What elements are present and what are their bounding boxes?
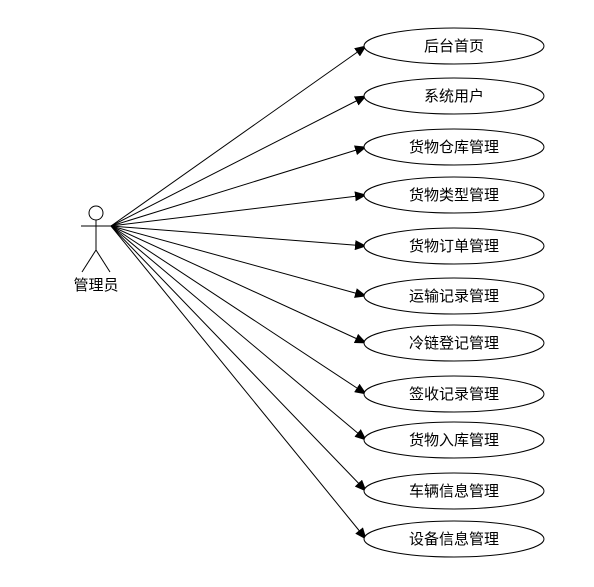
use-case-label: 货物仓库管理 [409, 138, 499, 156]
use-case-5[interactable]: 货物订单管理 [363, 227, 545, 265]
use-case-label: 签收记录管理 [409, 385, 499, 403]
actor-figure [81, 205, 111, 273]
actor-right-leg [95, 249, 111, 273]
use-case-2[interactable]: 系统用户 [363, 77, 545, 115]
use-case-ellipse [363, 227, 545, 265]
association-line-7 [110, 225, 367, 344]
association-line-3 [110, 145, 367, 227]
use-case-10[interactable]: 车辆信息管理 [363, 472, 545, 510]
use-case-11[interactable]: 设备信息管理 [363, 520, 545, 558]
association-line-9 [110, 225, 367, 441]
use-case-ellipse [363, 277, 545, 315]
association-line-5 [110, 225, 367, 251]
association-line-1 [110, 45, 367, 227]
use-case-label: 设备信息管理 [409, 530, 499, 548]
use-case-ellipse [363, 472, 545, 510]
use-case-8[interactable]: 签收记录管理 [363, 375, 545, 413]
use-case-label: 货物类型管理 [409, 186, 499, 204]
use-case-ellipse [363, 520, 545, 558]
actor-head [88, 205, 104, 221]
association-line-4 [110, 191, 367, 227]
use-case-3[interactable]: 货物仓库管理 [363, 128, 545, 166]
use-case-ellipse [363, 375, 545, 413]
use-case-ellipse [363, 176, 545, 214]
association-line-10 [110, 225, 367, 492]
association-line-6 [110, 225, 367, 298]
use-case-4[interactable]: 货物类型管理 [363, 176, 545, 214]
use-case-ellipse [363, 27, 545, 65]
use-case-6[interactable]: 运输记录管理 [363, 277, 545, 315]
association-lines [110, 45, 367, 540]
use-case-label: 货物入库管理 [409, 431, 499, 449]
use-case-label: 车辆信息管理 [409, 482, 499, 500]
use-case-ellipse [363, 421, 545, 459]
use-case-ellipse [363, 77, 545, 115]
use-case-ellipse [363, 324, 545, 362]
use-case-9[interactable]: 货物入库管理 [363, 421, 545, 459]
use-case-label: 货物订单管理 [409, 237, 499, 255]
association-line-11 [110, 225, 367, 540]
use-case-7[interactable]: 冷链登记管理 [363, 324, 545, 362]
use-case-label: 运输记录管理 [409, 287, 499, 305]
actor-label: 管理员 [73, 276, 118, 294]
use-case-label: 冷链登记管理 [409, 334, 499, 352]
use-case-label: 系统用户 [424, 87, 484, 105]
actor-left-leg [81, 249, 97, 273]
use-case-label: 后台首页 [424, 37, 484, 55]
use-case-1[interactable]: 后台首页 [363, 27, 545, 65]
association-line-2 [110, 95, 367, 227]
use-case-ellipse [363, 128, 545, 166]
association-line-8 [110, 225, 367, 395]
